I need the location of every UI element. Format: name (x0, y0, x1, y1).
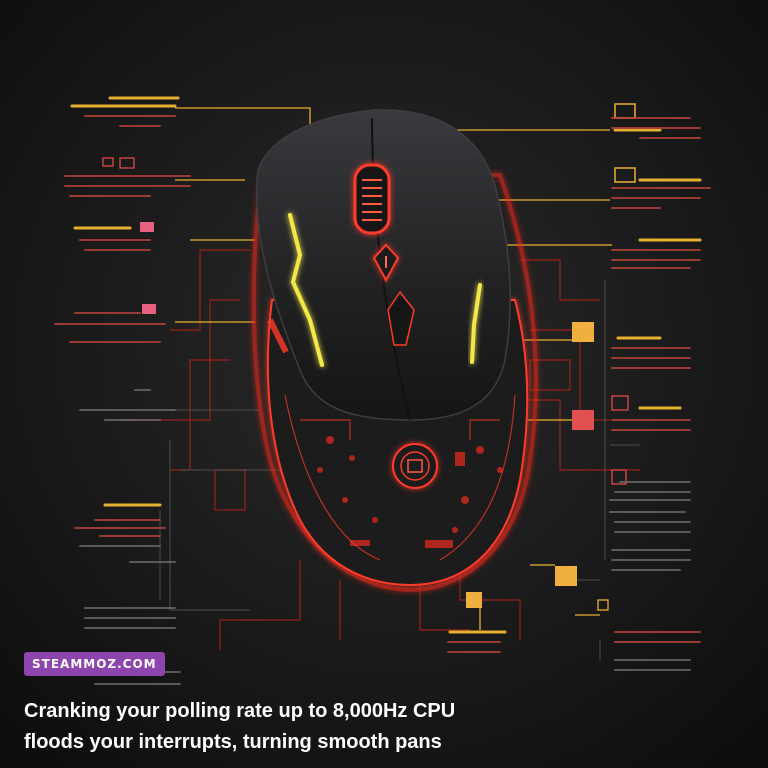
circuit-traces (120, 249, 640, 650)
label-texture (54, 96, 711, 685)
caption-line-2: floods your interrupts, turning smooth p… (24, 731, 442, 753)
scroll-wheel-icon (353, 163, 391, 235)
mouse-illustration (251, 109, 538, 593)
caption-text: Cranking your polling rate up to 8,000Hz… (24, 696, 724, 758)
callout-boxes (102, 103, 636, 611)
mouse-emblem (392, 443, 438, 489)
brand-watermark: STEAMMOZ.COM (24, 652, 165, 676)
caption-line-1: Cranking your polling rate up to 8,000Hz… (24, 700, 456, 722)
dpi-badge-icon (372, 243, 415, 346)
